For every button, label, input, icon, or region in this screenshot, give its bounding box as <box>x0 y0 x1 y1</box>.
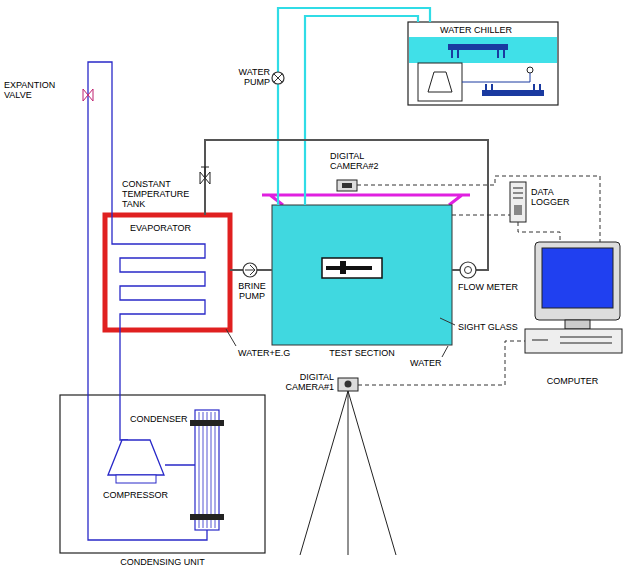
pipe-connector <box>88 62 112 395</box>
part-label: CONDENSER <box>130 414 188 424</box>
pump-symbol <box>243 263 257 277</box>
part-label: DIGITAL CAMERA#2 <box>330 151 382 171</box>
part-label: WATER PUMP <box>226 67 270 87</box>
pipe-connector <box>305 16 418 205</box>
pipe-connector <box>278 8 430 205</box>
computer-drives <box>532 337 612 343</box>
tripod <box>300 391 396 555</box>
part-label: FLOW METER <box>458 282 518 292</box>
logger-detail <box>513 188 523 198</box>
equipment-box: WATER CHILLER <box>408 22 558 105</box>
chiller-water <box>409 37 557 63</box>
part-label: SIGHT GLASS <box>458 322 518 332</box>
flow-meter-symbol <box>460 262 476 278</box>
chiller-compartment <box>418 63 462 101</box>
equipment-label: CONDENSING UNIT <box>60 557 265 567</box>
condenser-tubes <box>199 412 215 528</box>
equipment-label: EVAPORATOR <box>130 223 191 233</box>
part-label: EXPANTION VALVE <box>4 80 72 100</box>
test-cell <box>322 258 382 278</box>
refrigerant-pipe <box>88 395 207 540</box>
equipment-label: DATA LOGGER <box>531 187 577 207</box>
leader-line <box>226 329 236 346</box>
equipment-box: COMPUTER <box>520 240 625 390</box>
camera-cable <box>357 176 600 242</box>
pipe-connector <box>205 140 488 270</box>
camera-frame <box>262 195 470 205</box>
equipment-box: TEST SECTION <box>272 205 452 345</box>
chiller-gauge <box>527 67 533 73</box>
chiller-coil <box>482 90 544 96</box>
camera-body <box>338 378 358 391</box>
part-label: DIGITAL CAMERA#1 <box>284 372 334 392</box>
camera-body <box>337 180 357 191</box>
pipe-connector <box>119 330 120 395</box>
evaporator-coil <box>112 215 205 330</box>
valve-handle <box>201 167 209 178</box>
computer-base <box>525 329 622 353</box>
coil-fittings <box>452 50 540 90</box>
camera-cable <box>358 341 525 385</box>
pipe-connector <box>452 215 510 216</box>
equipment-label: TEST SECTION <box>272 348 452 358</box>
part-label: WATER <box>410 358 442 368</box>
monitor-screen <box>542 248 613 308</box>
logger-body <box>510 182 526 222</box>
camera-lens <box>342 183 352 188</box>
leader-line <box>442 346 448 357</box>
part-label: COMPRESSOR <box>103 490 168 500</box>
condenser-coil <box>195 410 219 530</box>
condensing-unit-housing <box>60 395 265 553</box>
condenser-band <box>190 420 224 426</box>
camera-lens <box>345 381 352 388</box>
logger-display <box>514 205 522 215</box>
leader-line <box>440 318 455 325</box>
equipment-label: CONSTANT TEMPERATURE TANK <box>122 179 202 209</box>
equipment-box: CONSTANT TEMPERATURE TANKEVAPORATOR <box>105 215 230 330</box>
part-label: WATER+E.G <box>238 348 290 358</box>
equipment-box: DATA LOGGER <box>510 182 526 222</box>
chiller-pipe <box>462 73 530 82</box>
condenser-band <box>190 514 224 520</box>
compressor-base <box>116 475 156 483</box>
cell-holder <box>340 261 346 274</box>
compressor-symbol <box>108 440 164 475</box>
chiller-housing <box>408 22 558 105</box>
valve-symbol <box>83 89 93 101</box>
equipment-label: WATER CHILLER <box>440 25 512 35</box>
pipe-connector <box>518 222 560 240</box>
cooling-plate <box>326 266 372 270</box>
pump-symbol <box>272 72 284 84</box>
chiller-coil <box>448 44 508 50</box>
flow-meter-symbol <box>465 267 472 274</box>
test-section-tank <box>272 205 452 345</box>
tank-wall <box>105 215 230 330</box>
part-label: BRINE PUMP <box>235 281 269 301</box>
chiller-compressor <box>428 72 452 92</box>
monitor-stand <box>565 320 590 329</box>
pump-symbol <box>245 265 255 275</box>
monitor-case <box>535 242 620 320</box>
pump-symbol <box>274 74 282 82</box>
equipment-label: COMPUTER <box>520 376 625 386</box>
